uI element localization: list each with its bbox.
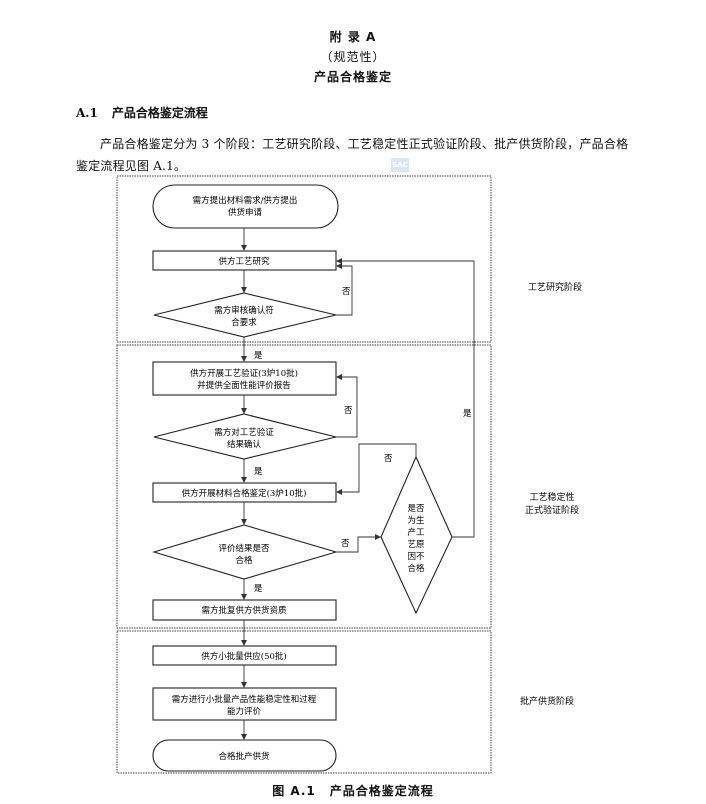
stage-box-verification bbox=[116, 344, 492, 629]
section-paragraph: 产品合格鉴定分为 3 个阶段：工艺研究阶段、工艺稳定性正式验证阶段、批产供货阶段… bbox=[76, 137, 629, 173]
svg-text:供方小批量供应(50批): 供方小批量供应(50批) bbox=[201, 651, 286, 662]
section-title: 产品合格鉴定流程 bbox=[111, 106, 208, 120]
edge-label-evaluate-no: 否 bbox=[341, 539, 350, 549]
edge-label-confirm-no: 否 bbox=[344, 406, 353, 416]
edge-label-cause-yes: 是 bbox=[463, 409, 472, 419]
svg-text:艺原: 艺原 bbox=[407, 540, 424, 550]
appendix-heading: 附 录 A bbox=[329, 30, 377, 44]
node-qualification: 供方开展材料合格鉴定(3炉10批) bbox=[152, 482, 337, 503]
node-confirm: 需方对工艺验证 结果确认 bbox=[153, 413, 337, 460]
svg-text:为生: 为生 bbox=[407, 515, 425, 526]
edge-label-review-no: 否 bbox=[342, 287, 351, 297]
svg-text:需方对工艺验证: 需方对工艺验证 bbox=[214, 427, 274, 438]
node-small-batch: 供方小批量供应(50批) bbox=[152, 645, 337, 666]
node-cause: 是否 为生 产工 艺原 因不 合格 bbox=[380, 455, 453, 615]
svg-text:能力评价: 能力评价 bbox=[227, 706, 262, 717]
svg-text:合格批产供货: 合格批产供货 bbox=[218, 751, 270, 762]
stage-label-verification: 工艺稳定性 bbox=[529, 491, 574, 503]
svg-text:需方进行小批量产品性能稳定性和过程: 需方进行小批量产品性能稳定性和过程 bbox=[172, 694, 317, 705]
figure-title: 产品合格鉴定流程 bbox=[329, 784, 434, 798]
edge-cause-no bbox=[336, 443, 417, 495]
svg-text:需方提出材料需求/供方提出: 需方提出材料需求/供方提出 bbox=[193, 195, 298, 206]
svg-text:供方开展材料合格鉴定(3炉10批): 供方开展材料合格鉴定(3炉10批) bbox=[182, 488, 307, 499]
edge-label-review-yes: 是 bbox=[254, 351, 263, 361]
watermark-logo: SAC bbox=[391, 158, 409, 172]
figure-number: 图 A.1 bbox=[272, 784, 316, 798]
svg-text:产工: 产工 bbox=[407, 527, 425, 538]
appendix-title: 产品合格鉴定 bbox=[313, 70, 392, 84]
node-process-verify: 供方开展工艺验证(3炉10批) 并提供全面性能评价报告 bbox=[152, 361, 337, 396]
svg-text:因不: 因不 bbox=[407, 552, 425, 562]
svg-text:供方工艺研究: 供方工艺研究 bbox=[218, 256, 270, 267]
section-number: A.1 bbox=[76, 106, 98, 120]
svg-text:并提供全面性能评价报告: 并提供全面性能评价报告 bbox=[197, 380, 291, 391]
edge-cause-yes bbox=[336, 258, 475, 538]
svg-text:评价结果是否: 评价结果是否 bbox=[218, 543, 270, 554]
svg-text:供方开展工艺验证(3炉10批): 供方开展工艺验证(3炉10批) bbox=[190, 368, 298, 379]
normative-label: （规范性） bbox=[320, 50, 386, 64]
svg-text:结果确认: 结果确认 bbox=[227, 439, 262, 450]
edge-confirm-no bbox=[336, 374, 358, 438]
svg-text:合格: 合格 bbox=[407, 563, 425, 574]
svg-text:合格: 合格 bbox=[235, 555, 253, 566]
svg-text:需方审核确认符: 需方审核确认符 bbox=[214, 305, 274, 316]
stage-label-verification-2: 正式验证阶段 bbox=[525, 504, 579, 516]
node-review: 需方审核确认符 合要求 bbox=[153, 292, 337, 338]
edge-label-confirm-yes: 是 bbox=[254, 467, 263, 477]
node-approve: 需方批复供方供货资质 bbox=[152, 599, 337, 621]
stage-label-batch: 批产供货阶段 bbox=[520, 695, 574, 707]
svg-text:是否: 是否 bbox=[407, 504, 425, 514]
stage-label-research: 工艺研究阶段 bbox=[528, 281, 582, 293]
edge-label-evaluate-yes: 是 bbox=[254, 584, 263, 594]
edge-evaluate-no bbox=[336, 534, 381, 553]
figure-caption: 图 A.1 产品合格鉴定流程 bbox=[0, 782, 706, 799]
edge-label-cause-no: 否 bbox=[384, 454, 393, 464]
node-start: 需方提出材料需求/供方提出 供货申请 bbox=[152, 184, 339, 229]
node-stability: 需方进行小批量产品性能稳定性和过程 能力评价 bbox=[152, 687, 337, 721]
stage-box-batch bbox=[116, 630, 492, 774]
section-heading: A.1 产品合格鉴定流程 bbox=[76, 104, 208, 121]
node-research: 供方工艺研究 bbox=[152, 250, 337, 271]
node-end: 合格批产供货 bbox=[152, 739, 337, 772]
svg-text:供货申请: 供货申请 bbox=[228, 207, 263, 218]
node-evaluate: 评价结果是否 合格 bbox=[152, 524, 338, 580]
svg-text:需方批复供方供货资质: 需方批复供方供货资质 bbox=[201, 605, 287, 616]
svg-text:合要求: 合要求 bbox=[231, 317, 257, 328]
edge-review-no bbox=[336, 263, 353, 316]
